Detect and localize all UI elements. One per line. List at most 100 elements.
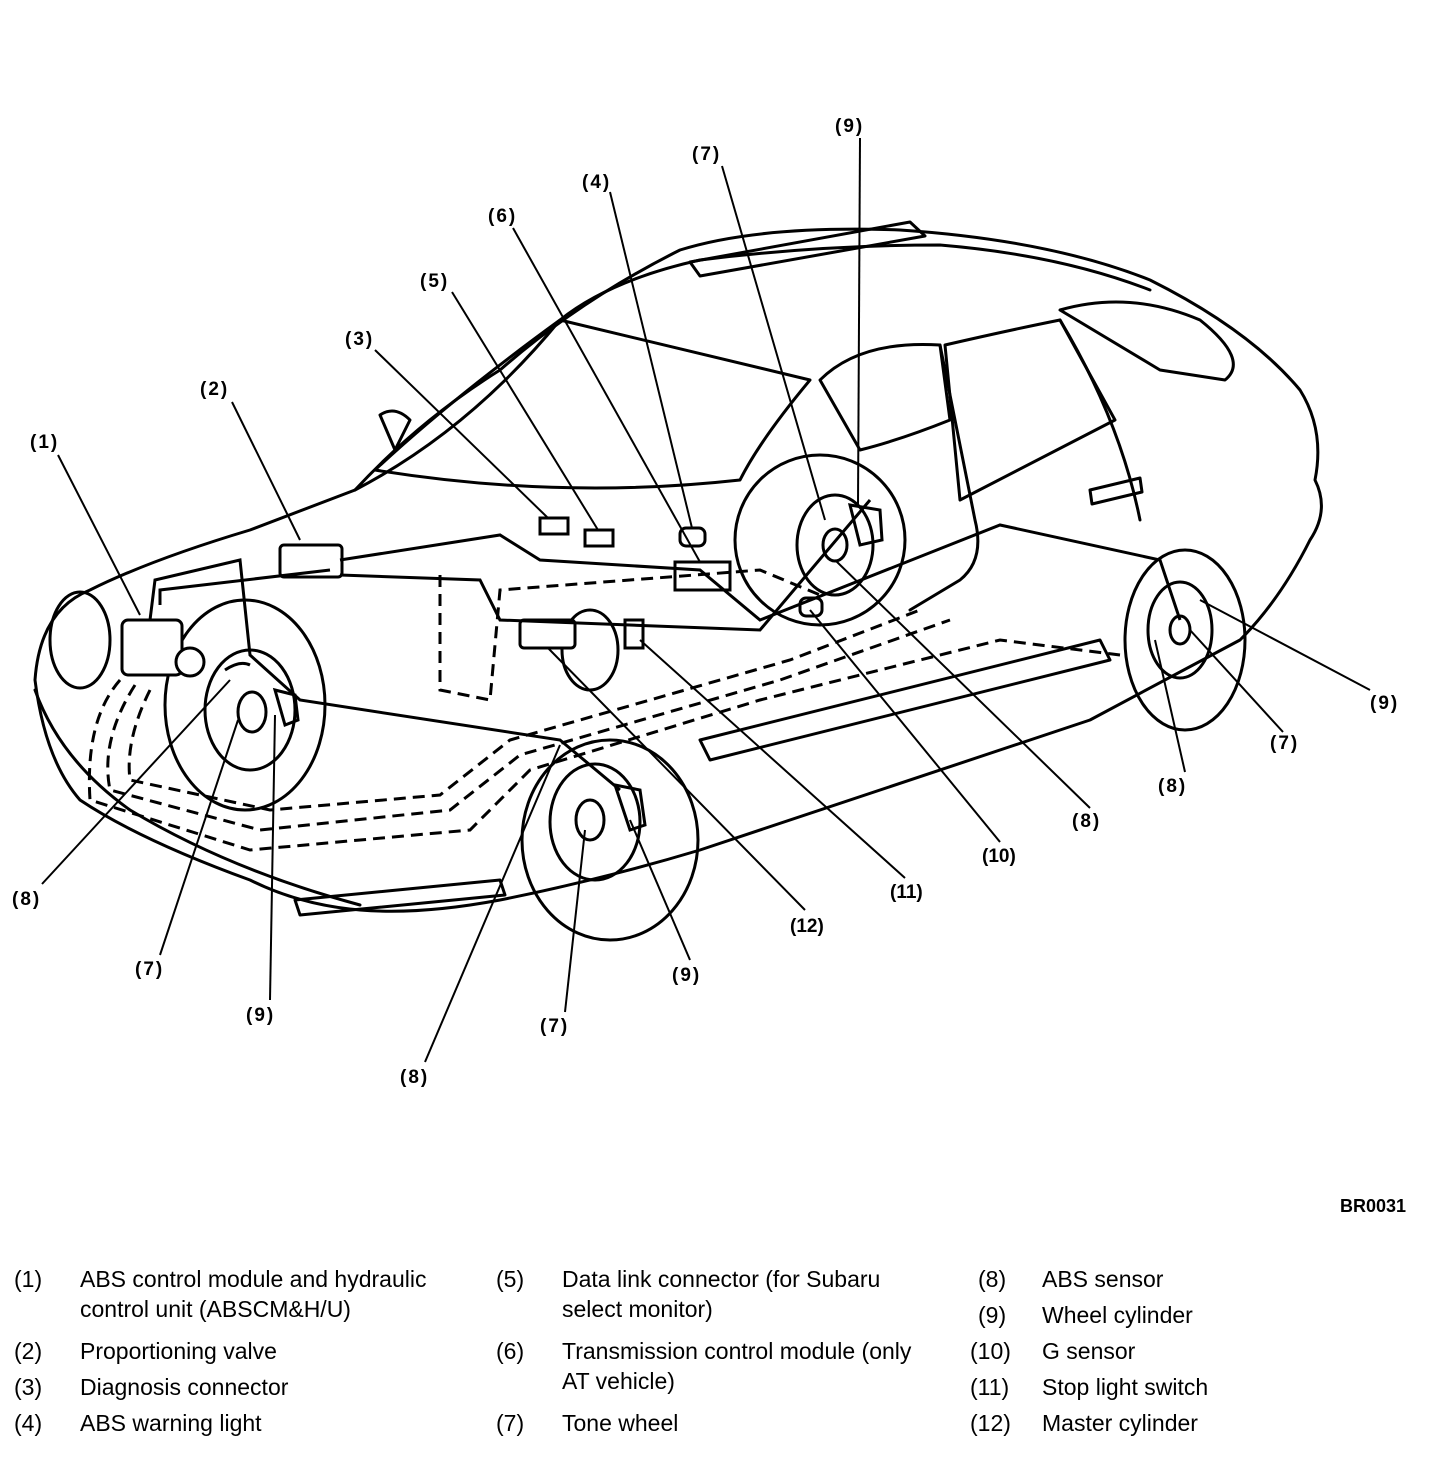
front-bumper: [33, 688, 362, 907]
rear-right-wheel: [1123, 548, 1247, 732]
legend-num: (12): [970, 1410, 1011, 1436]
abs-hydraulic-unit: [120, 618, 184, 677]
legend-text: Tone wheel: [562, 1410, 679, 1436]
leader-8-left: [41, 679, 231, 885]
diagnosis-connector: [538, 516, 570, 536]
callout-7-front: (7): [540, 1016, 569, 1037]
data-link-connector: [583, 528, 615, 548]
callout-11: (11): [890, 882, 923, 903]
door-line: [908, 343, 980, 612]
rear-quarter-window: [1058, 300, 1235, 382]
sensor-harness-4: [438, 568, 821, 702]
door-handle: [1088, 476, 1144, 506]
leader-8-front: [424, 744, 561, 1063]
front-left-wheel: [163, 598, 327, 812]
legend-text: select monitor): [562, 1296, 713, 1322]
leader-12: [547, 647, 806, 911]
sensor-harness-1: [87, 638, 1121, 852]
callout-9-front: (9): [672, 965, 701, 986]
fog-lamp: [293, 878, 507, 917]
leader-7-left: [159, 719, 239, 956]
legend-num: (9): [978, 1302, 1007, 1328]
front-door-window: [818, 342, 952, 452]
master-cylinder: [518, 618, 577, 650]
callout-9-left: (9): [246, 1005, 275, 1026]
leader-8-rear: [1154, 639, 1186, 773]
legend-text: ABS warning light: [80, 1410, 262, 1436]
legend-text: control unit (ABSCM&H/U): [80, 1296, 351, 1322]
sensor-harness-3: [127, 608, 921, 812]
legend-num: (7): [496, 1410, 525, 1436]
legend-text: G sensor: [1042, 1338, 1136, 1364]
callout-7-left: (7): [135, 959, 164, 980]
callout-2: (2): [200, 379, 229, 400]
callout-8-left: (8): [12, 889, 41, 910]
legend-text: Master cylinder: [1042, 1410, 1198, 1436]
headlight: [48, 590, 112, 690]
leader-11: [639, 639, 906, 879]
legend-num: (5): [496, 1266, 525, 1292]
legend-num: (1): [14, 1266, 43, 1292]
leader-4: [609, 191, 693, 529]
leader-5: [451, 291, 599, 531]
legend-num: (10): [970, 1338, 1011, 1364]
legend-num: (8): [978, 1266, 1007, 1292]
callout-10: (10): [982, 846, 1016, 867]
callout-7-rear: (7): [1270, 733, 1299, 754]
leader-9-rear: [1199, 599, 1371, 691]
leader-8-mid: [834, 559, 1091, 809]
callout-12: (12): [790, 916, 824, 937]
callout-5: (5): [420, 271, 449, 292]
leader-7-top: [721, 165, 826, 521]
rear-door-line: [1058, 318, 1142, 522]
rocker-line: [698, 638, 1112, 762]
legend-text: Stop light switch: [1042, 1374, 1209, 1400]
brake-line-left: [158, 568, 331, 605]
leader-3: [374, 349, 549, 519]
callout-7-top: (7): [692, 144, 721, 165]
legend-text: Diagnosis connector: [80, 1374, 289, 1400]
stop-light-switch: [623, 618, 645, 650]
callout-9-top: (9): [835, 116, 864, 137]
callout-8-mid: (8): [1072, 811, 1101, 832]
legend-num: (6): [496, 1338, 525, 1364]
callout-4: (4): [582, 172, 611, 193]
legend-num: (3): [14, 1374, 43, 1400]
legend-text: Wheel cylinder: [1042, 1302, 1193, 1328]
legend: (1) ABS control module and hydraulic con…: [0, 1262, 1456, 1452]
legend-num: (2): [14, 1338, 43, 1364]
front-right-wheel: [520, 738, 700, 942]
legend-text: ABS control module and hydraulic: [80, 1266, 427, 1292]
leader-7-rear: [1189, 629, 1284, 733]
callout-8-front: (8): [400, 1067, 429, 1088]
leader-1: [57, 454, 141, 616]
abs-warning-light: [678, 526, 707, 548]
callout-8-rear: (8): [1158, 776, 1187, 797]
leader-7-front: [564, 829, 586, 1013]
legend-text: ABS sensor: [1042, 1266, 1164, 1292]
leader-9-front: [629, 819, 691, 961]
figure-id: BR0031: [1340, 1196, 1407, 1216]
legend-text: Proportioning valve: [80, 1338, 277, 1364]
abs-system-illustration: (1) (2) (3) (4) (5) (6) (7) (7) (7) (7) …: [12, 116, 1399, 1088]
windshield: [373, 318, 812, 490]
brake-line-front: [148, 558, 621, 792]
callout-6: (6): [488, 206, 517, 227]
leader-10: [809, 609, 1001, 843]
side-mirror: [378, 409, 412, 452]
rear-door-window: [943, 318, 1117, 502]
callout-3: (3): [345, 329, 374, 350]
callout-1: (1): [30, 432, 59, 453]
sensor-harness-2: [106, 618, 951, 832]
leader-2: [231, 401, 301, 541]
legend-num: (11): [970, 1374, 1010, 1400]
abs-motor: [174, 646, 206, 678]
roof-rack: [688, 220, 927, 278]
leader-9-top: [857, 137, 861, 506]
legend-num: (4): [14, 1410, 43, 1436]
legend-text: AT vehicle): [562, 1368, 675, 1394]
brake-line-rear: [339, 523, 1182, 622]
leader-6: [512, 227, 701, 563]
legend-text: Transmission control module (only: [562, 1338, 912, 1364]
callout-9-rear: (9): [1370, 693, 1399, 714]
